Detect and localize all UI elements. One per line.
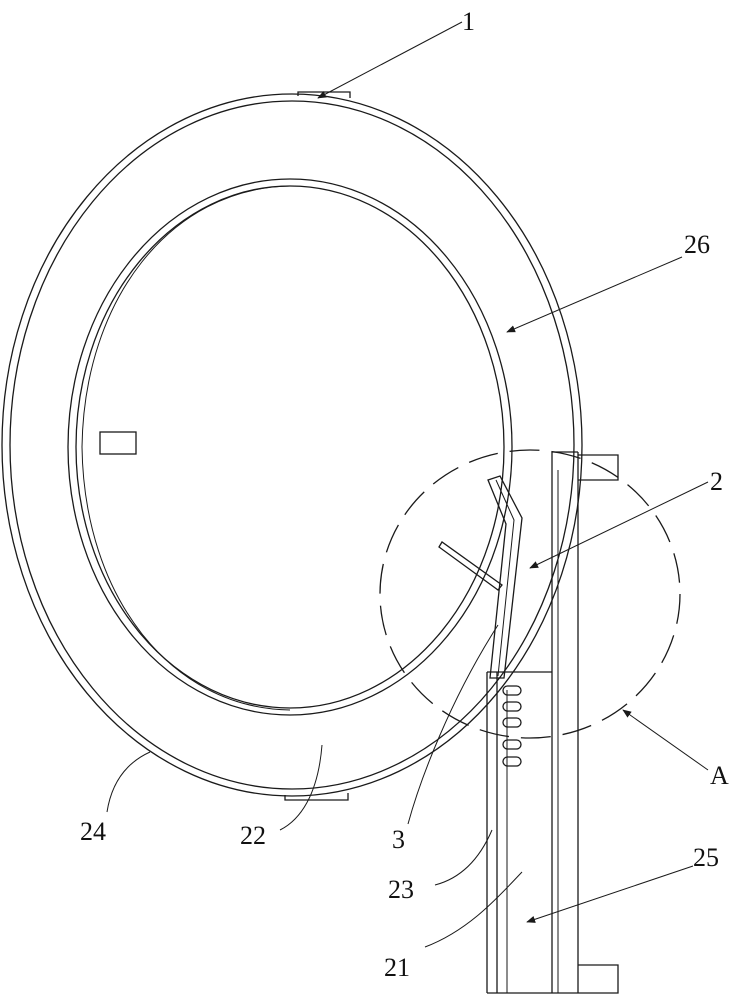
- inner-back-edge: [81, 185, 291, 711]
- right-bracket-bottom: [578, 964, 619, 994]
- left-bracket: [99, 431, 137, 455]
- reference-labels: 1 26 2 A 24 22 3 23 25 21: [80, 7, 729, 982]
- inner-opening-line: [67, 178, 513, 716]
- label-22: 22: [240, 821, 266, 850]
- button-stack: [502, 685, 522, 767]
- label-21: 21: [384, 953, 410, 982]
- label-1: 1: [462, 7, 475, 36]
- label-23: 23: [388, 875, 414, 904]
- leader-2: [529, 481, 709, 569]
- leader-lines: [106, 21, 709, 948]
- leader-a: [622, 709, 709, 771]
- label-25: 25: [693, 843, 719, 872]
- vertical-bar: [486, 451, 579, 994]
- label-24: 24: [80, 817, 106, 846]
- bottom-tab: [284, 793, 349, 801]
- leader-23: [434, 829, 493, 886]
- button: [502, 717, 522, 728]
- leader-24: [106, 751, 151, 813]
- detail-circle-a: [379, 449, 681, 739]
- outer-rim-inner-line: [9, 100, 575, 790]
- leader-1: [317, 21, 463, 99]
- label-26: 26: [684, 230, 710, 259]
- leader-22: [279, 744, 323, 831]
- leader-26: [506, 256, 683, 333]
- label-2: 2: [710, 467, 723, 496]
- label-3: 3: [392, 825, 405, 854]
- button: [502, 739, 522, 750]
- button: [502, 756, 522, 767]
- button: [502, 685, 522, 696]
- lever: [438, 475, 523, 679]
- label-a: A: [710, 761, 729, 790]
- leader-3: [407, 624, 499, 825]
- leader-21: [424, 871, 523, 948]
- right-bracket-top: [578, 454, 619, 481]
- ring-body: [1, 93, 583, 797]
- button: [502, 701, 522, 712]
- outer-rim-line: [1, 93, 583, 797]
- leader-25: [526, 865, 694, 923]
